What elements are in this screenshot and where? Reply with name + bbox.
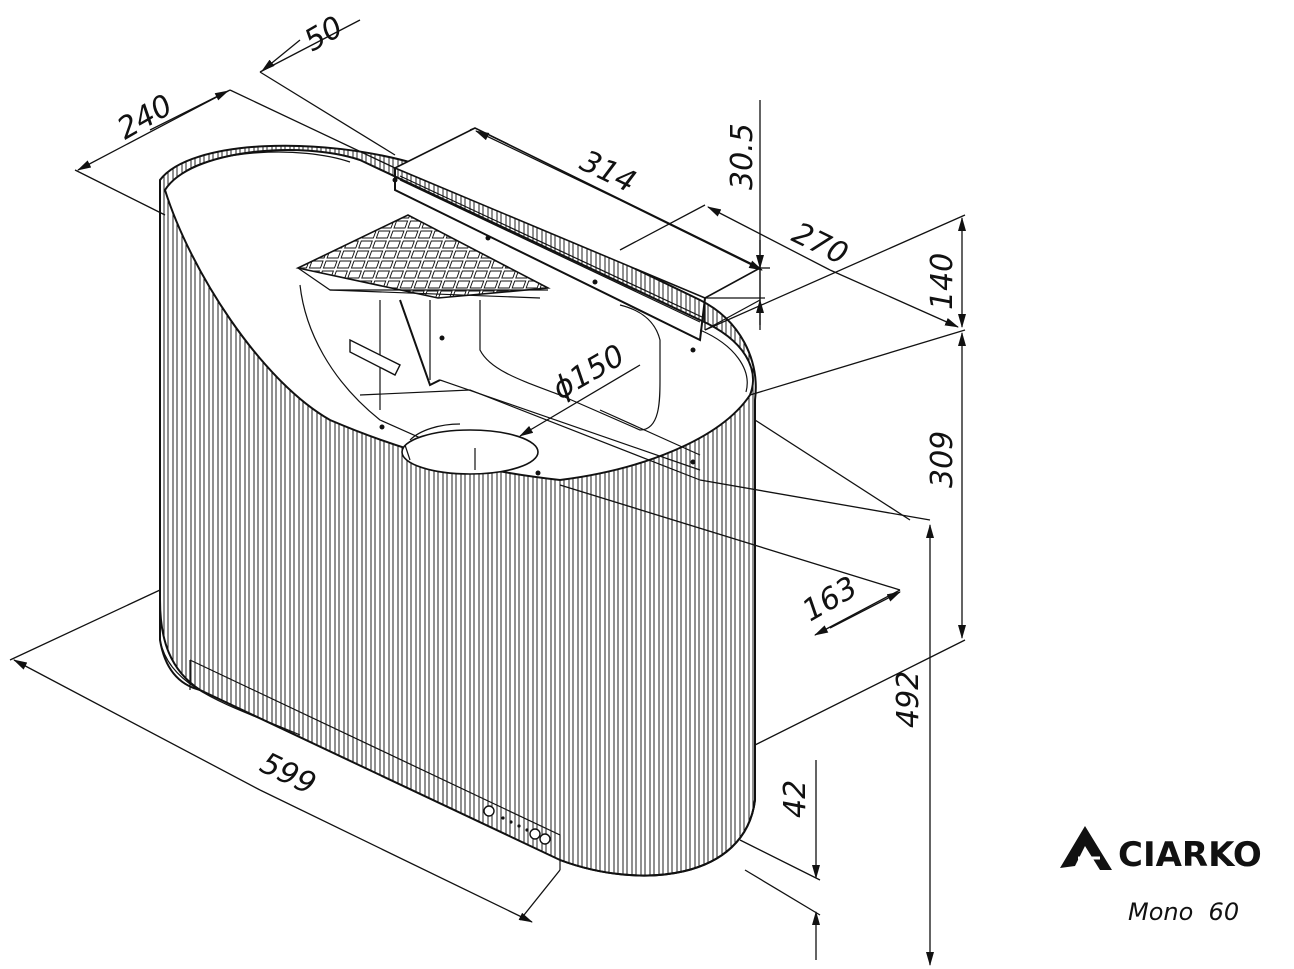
dim-140: 140 xyxy=(925,253,960,310)
dim-50: 50 xyxy=(299,10,350,59)
dim-163: 163 xyxy=(797,570,864,629)
dimension-lines xyxy=(9,19,966,966)
light-button xyxy=(539,833,551,845)
dim-30-5: 30.5 xyxy=(725,123,760,190)
dim-599: 599 xyxy=(254,746,321,803)
power-button xyxy=(483,805,495,817)
top-opening xyxy=(163,149,754,482)
grease-filter xyxy=(295,214,551,299)
inner-cavity xyxy=(299,284,701,481)
brand-name: CIARKO xyxy=(1118,835,1262,875)
ciarko-logo: CIARKO Mono 60 xyxy=(1060,826,1262,926)
control-panel xyxy=(483,805,551,845)
dim-492: 492 xyxy=(891,671,926,728)
dim-309: 309 xyxy=(925,431,960,488)
exhaust-outlet xyxy=(401,423,539,475)
ciarko-logo-icon xyxy=(1060,826,1112,870)
dim-240: 240 xyxy=(112,88,179,147)
model-name: Mono 60 xyxy=(1128,898,1239,926)
dim-42: 42 xyxy=(778,780,813,818)
dim-270: 270 xyxy=(786,216,853,273)
speed-button xyxy=(529,828,541,840)
